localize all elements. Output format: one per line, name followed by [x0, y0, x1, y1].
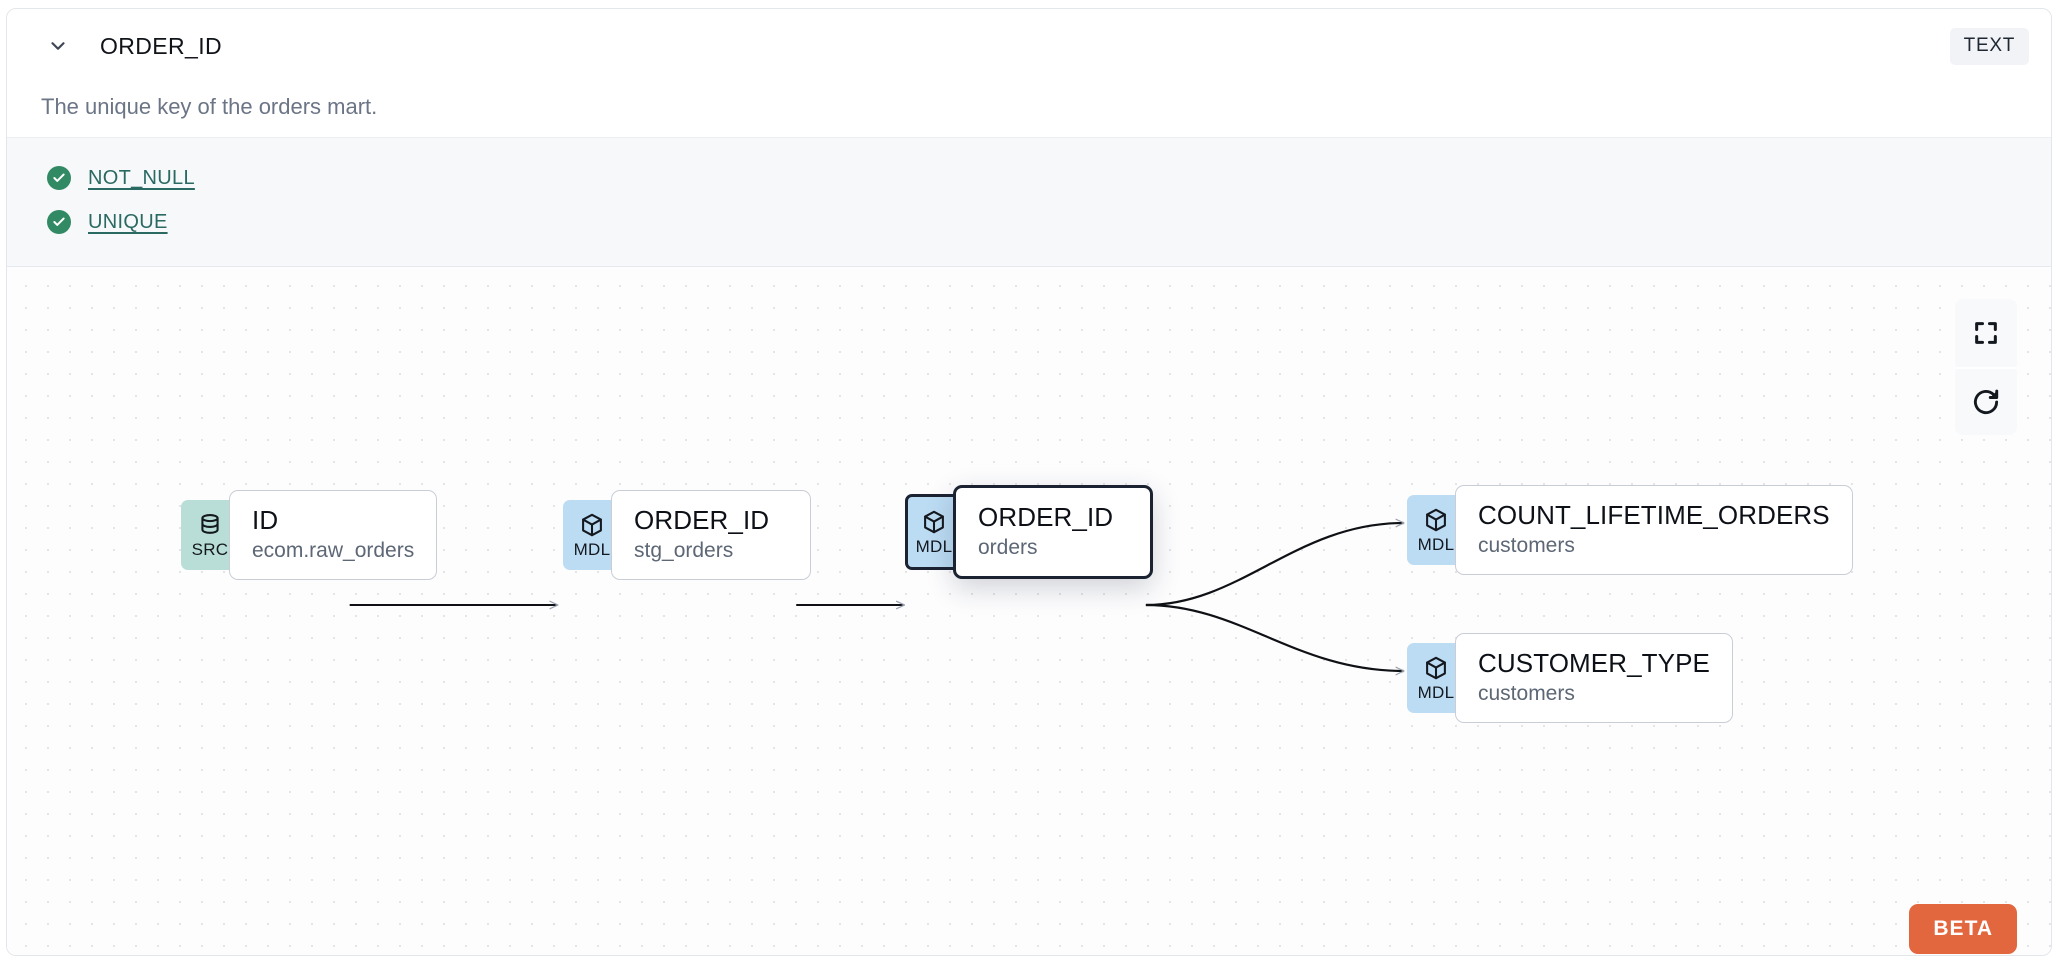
node-badge-label: MDL	[1417, 683, 1455, 703]
cube-icon	[1426, 656, 1446, 680]
node-body: ORDER_ID stg_orders	[611, 490, 811, 581]
node-name: ORDER_ID	[978, 502, 1114, 532]
check-circle-icon	[47, 166, 71, 190]
edge-orders-to-count	[1145, 523, 1404, 607]
cube-icon	[924, 510, 944, 534]
cube-icon	[582, 513, 602, 537]
test-row: UNIQUE	[47, 200, 2017, 244]
fullscreen-icon[interactable]	[1955, 299, 2017, 367]
node-name: CUSTOMER_TYPE	[1478, 648, 1710, 678]
refresh-icon[interactable]	[1955, 367, 2017, 435]
node-badge-label: MDL	[1417, 535, 1455, 555]
tests-section: NOT_NULL UNIQUE	[7, 137, 2051, 267]
lineage-node-count-lifetime-orders[interactable]: MDL COUNT_LIFETIME_ORDERS customers	[1407, 485, 1853, 576]
canvas-controls	[1955, 299, 2017, 435]
column-detail-panel: ORDER_ID TEXT The unique key of the orde…	[6, 8, 2052, 956]
database-icon	[201, 514, 219, 534]
node-subtitle: customers	[1478, 682, 1575, 706]
node-badge-label: MDL	[573, 540, 611, 560]
lineage-node-stg-order-id[interactable]: MDL ORDER_ID stg_orders	[563, 490, 811, 581]
lineage-node-orders-order-id[interactable]: MDL ORDER_ID orders	[905, 485, 1153, 580]
test-link-unique[interactable]: UNIQUE	[88, 210, 168, 233]
node-name: COUNT_LIFETIME_ORDERS	[1478, 500, 1830, 530]
node-subtitle: ecom.raw_orders	[252, 539, 415, 563]
node-subtitle: stg_orders	[634, 539, 734, 563]
cube-icon	[1426, 508, 1446, 532]
node-body: COUNT_LIFETIME_ORDERS customers	[1455, 485, 1853, 576]
panel-header: ORDER_ID TEXT	[7, 9, 2051, 83]
lineage-node-customer-type[interactable]: MDL CUSTOMER_TYPE customers	[1407, 633, 1733, 724]
test-row: NOT_NULL	[47, 156, 2017, 200]
edge-orders-to-customer-type	[1145, 603, 1404, 671]
node-badge-label: SRC	[191, 540, 229, 560]
lineage-canvas[interactable]: SRC ID ecom.raw_orders MDL ORDER_ID stg_…	[7, 267, 2051, 956]
node-body: CUSTOMER_TYPE customers	[1455, 633, 1733, 724]
column-type-badge: TEXT	[1949, 27, 2029, 65]
node-badge-label: MDL	[915, 537, 953, 557]
node-name: ID	[252, 505, 279, 535]
lineage-edges	[349, 267, 2051, 956]
node-body: ORDER_ID orders	[953, 485, 1153, 580]
column-description: The unique key of the orders mart.	[41, 94, 378, 119]
node-subtitle: orders	[978, 536, 1038, 560]
node-body: ID ecom.raw_orders	[229, 490, 438, 581]
test-link-not-null[interactable]: NOT_NULL	[88, 166, 195, 189]
check-circle-icon	[47, 210, 71, 234]
beta-badge[interactable]: BETA	[1909, 904, 2017, 954]
chevron-down-icon[interactable]	[41, 29, 75, 63]
page-title: ORDER_ID	[100, 32, 223, 59]
node-name: ORDER_ID	[634, 505, 770, 535]
lineage-node-src-id[interactable]: SRC ID ecom.raw_orders	[181, 490, 438, 581]
node-subtitle: customers	[1478, 534, 1575, 558]
